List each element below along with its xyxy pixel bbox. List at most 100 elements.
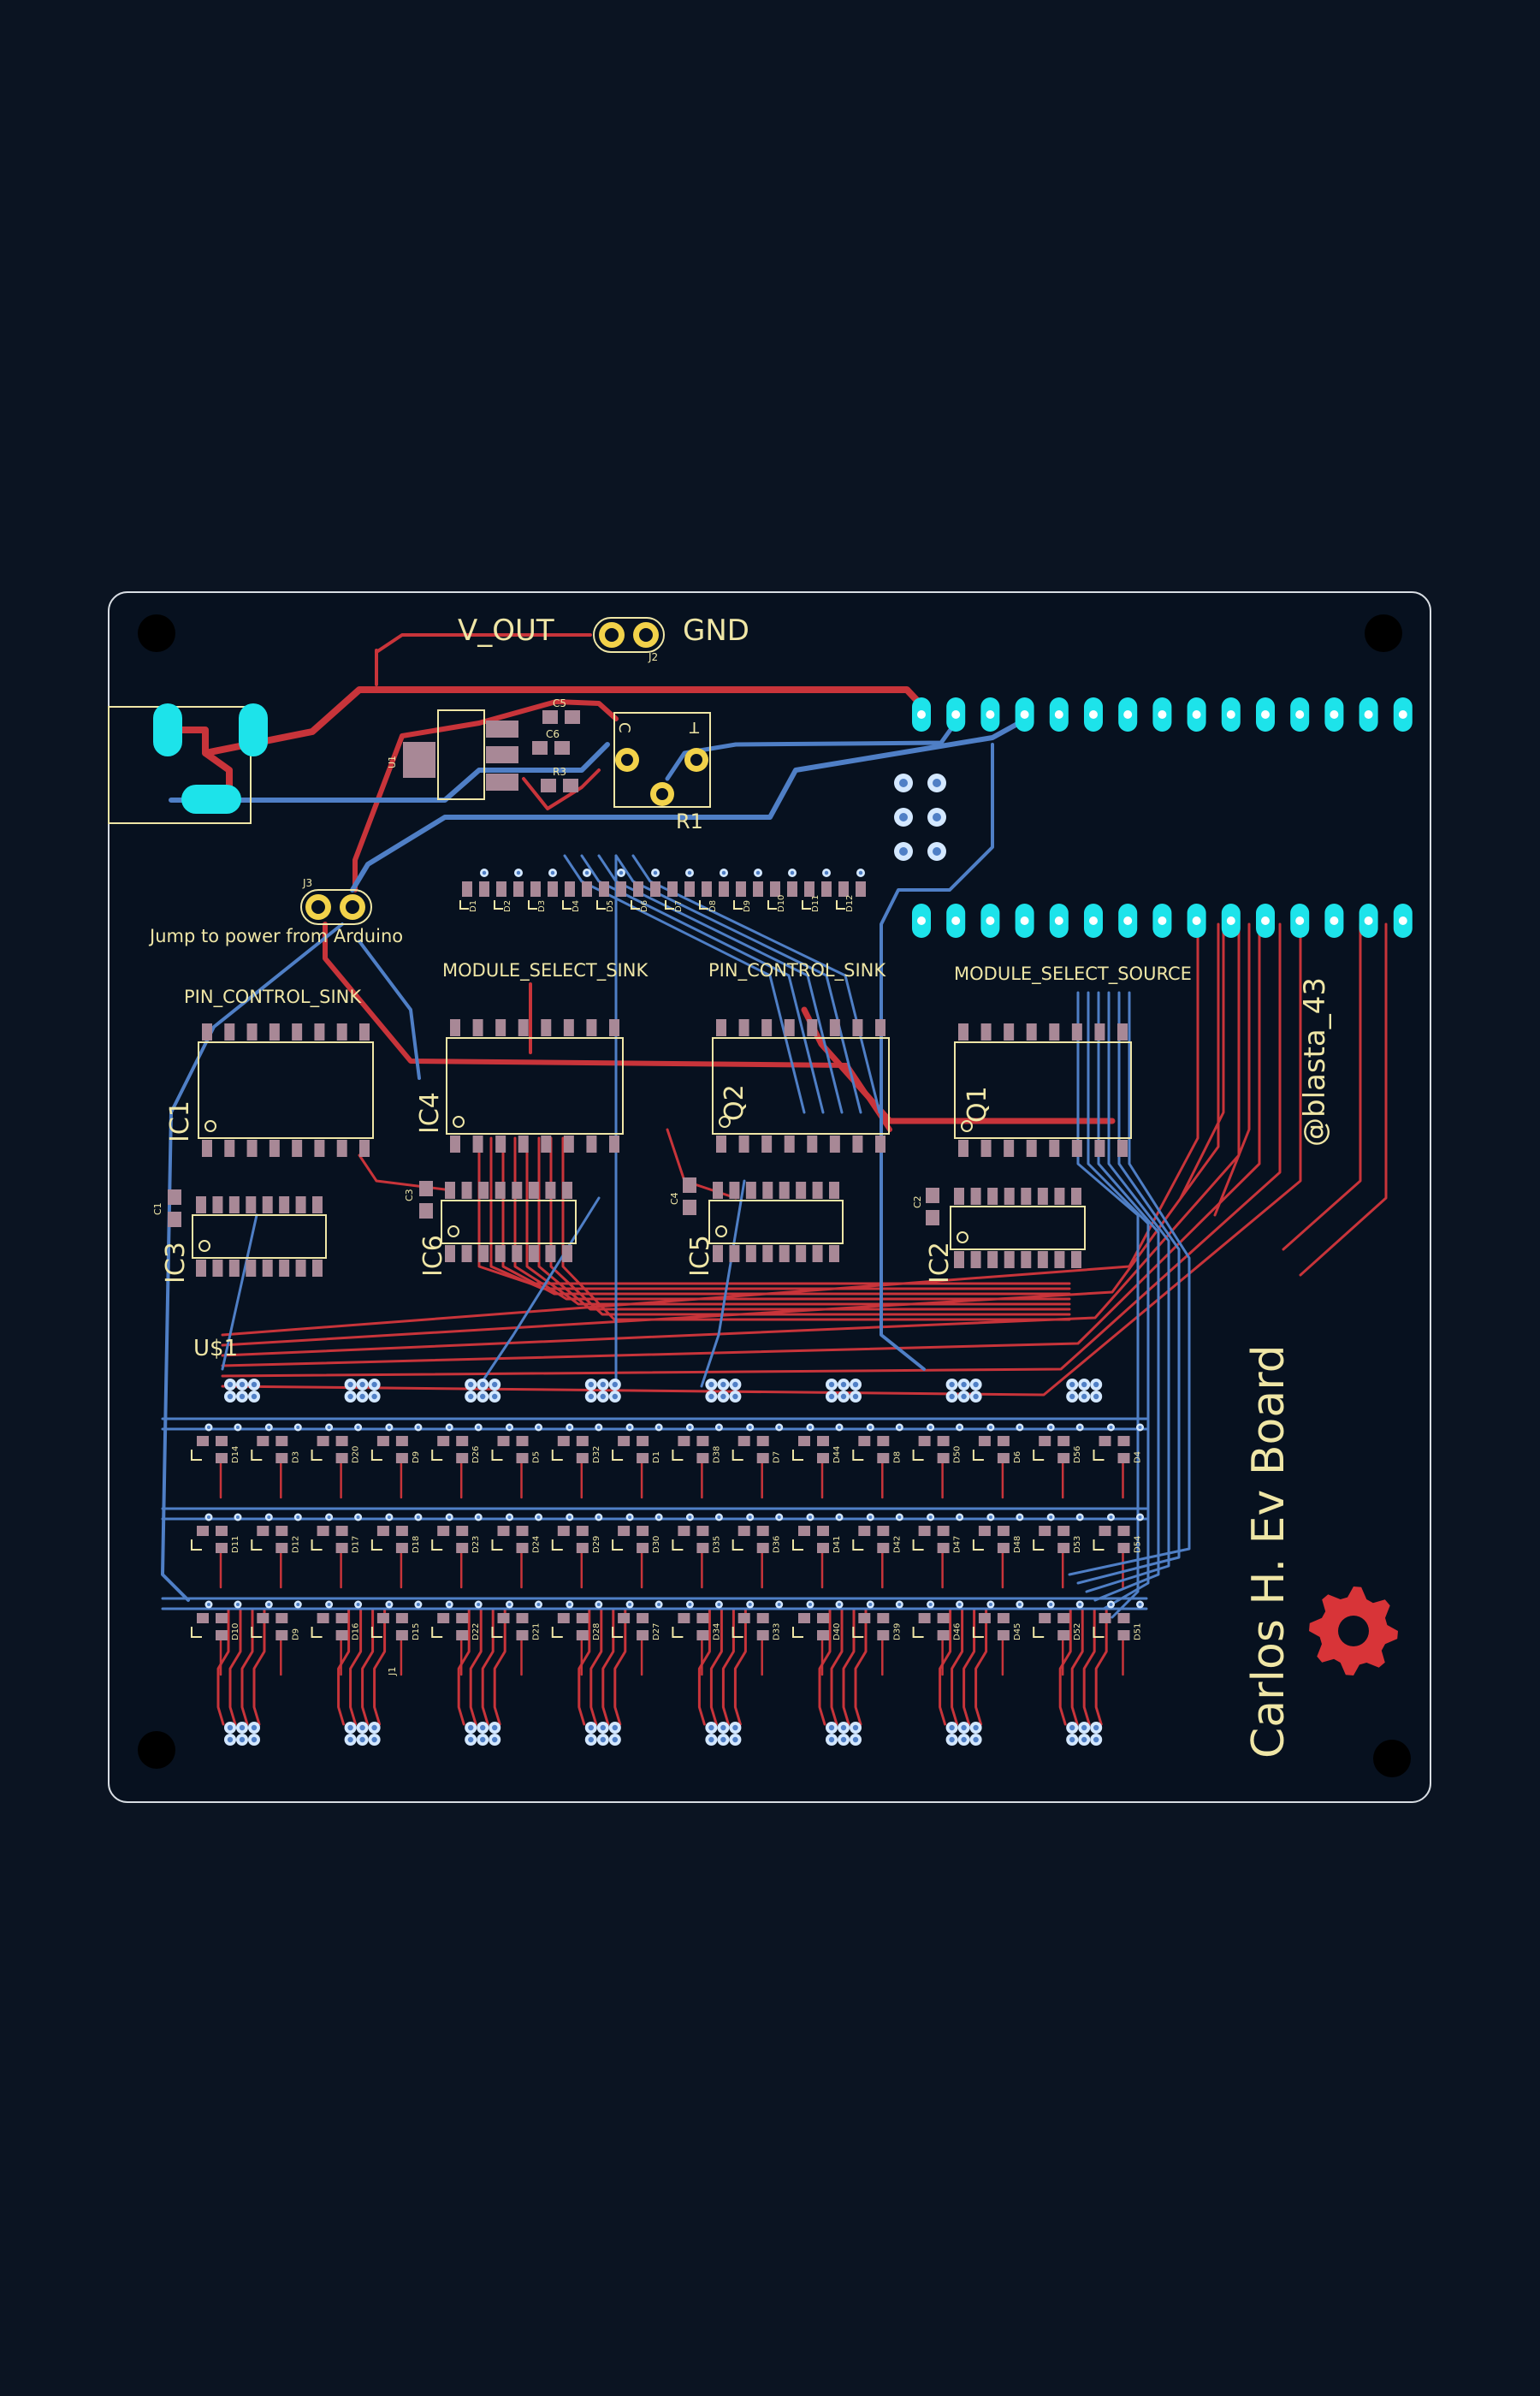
block-drill bbox=[840, 1381, 847, 1388]
led-feed bbox=[613, 1607, 627, 1726]
ic-pad bbox=[729, 1182, 740, 1199]
block-drill bbox=[347, 1724, 353, 1731]
block-drill bbox=[720, 1724, 726, 1731]
via-drill bbox=[628, 1602, 632, 1607]
led-feed bbox=[697, 1607, 711, 1726]
via-drill bbox=[296, 1425, 300, 1430]
led-silk bbox=[551, 1450, 563, 1461]
ic-label: IC5 bbox=[685, 1235, 715, 1277]
ic-pad bbox=[1004, 1023, 1015, 1041]
block-drill bbox=[973, 1724, 979, 1731]
bus-trace bbox=[1179, 922, 1225, 1200]
ic-pad bbox=[609, 1019, 619, 1036]
block-drill bbox=[949, 1393, 955, 1400]
led-label: D40 bbox=[832, 1623, 842, 1640]
led-silk bbox=[370, 1539, 382, 1551]
via-drill bbox=[477, 1515, 481, 1520]
ic-pad bbox=[1004, 1188, 1015, 1205]
resistor-pad bbox=[650, 881, 660, 897]
led-pad bbox=[216, 1613, 228, 1623]
c1-pad bbox=[168, 1212, 181, 1227]
resistor-label: D11 bbox=[811, 895, 820, 912]
ic-pad bbox=[563, 1136, 574, 1153]
via-drill bbox=[837, 1602, 842, 1607]
resistor-pad bbox=[856, 881, 866, 897]
led-silk bbox=[491, 1539, 503, 1551]
led-feed bbox=[469, 1607, 483, 1726]
via-drill bbox=[596, 1602, 601, 1607]
block-drill bbox=[480, 1724, 486, 1731]
led-pad bbox=[798, 1613, 810, 1623]
block-drill bbox=[600, 1393, 606, 1400]
via-drill bbox=[721, 870, 726, 875]
ic-pad bbox=[1049, 1023, 1060, 1041]
led-silk bbox=[1033, 1450, 1045, 1461]
ic-pad bbox=[807, 1019, 818, 1036]
via-drill bbox=[657, 1515, 661, 1520]
led-pad bbox=[877, 1436, 890, 1446]
signal-trace bbox=[580, 854, 825, 1114]
led-silk bbox=[852, 1539, 864, 1551]
led-pad bbox=[997, 1613, 1010, 1623]
via-drill bbox=[933, 847, 941, 856]
via-drill bbox=[897, 1425, 902, 1430]
ic-pad bbox=[812, 1245, 823, 1262]
via-drill bbox=[447, 1515, 452, 1520]
via-drill bbox=[1017, 1425, 1022, 1430]
led-label: D9 bbox=[412, 1451, 421, 1463]
block-drill bbox=[612, 1381, 618, 1388]
block-drill bbox=[720, 1736, 726, 1743]
ic-pad bbox=[761, 1019, 773, 1036]
ic-pad bbox=[314, 1140, 325, 1157]
signal-trace bbox=[700, 1179, 746, 1388]
led-pad bbox=[817, 1613, 829, 1623]
resistor-silk bbox=[699, 900, 708, 910]
u1-outline bbox=[437, 709, 485, 800]
via-drill bbox=[567, 1602, 572, 1607]
r3-pad bbox=[541, 779, 556, 792]
via-drill bbox=[1049, 1602, 1053, 1607]
block-drill bbox=[840, 1736, 847, 1743]
via-drill bbox=[868, 1602, 873, 1607]
led-pad bbox=[317, 1436, 329, 1446]
led-pad bbox=[275, 1543, 288, 1553]
ic-pad bbox=[852, 1136, 863, 1153]
led-label: D38 bbox=[712, 1446, 721, 1463]
led-pad bbox=[696, 1630, 709, 1640]
led-feed bbox=[373, 1607, 387, 1726]
header-pin-drill bbox=[1158, 916, 1167, 925]
signal-trace bbox=[597, 854, 844, 1114]
ic-pad bbox=[196, 1260, 206, 1277]
u1-pad bbox=[486, 721, 518, 738]
led-pad bbox=[817, 1526, 829, 1536]
bus-trace bbox=[221, 922, 1282, 1378]
resistor-silk bbox=[631, 900, 640, 910]
led-silk bbox=[972, 1627, 984, 1638]
mounting-hole-icon bbox=[138, 1731, 175, 1769]
led-pad bbox=[798, 1436, 810, 1446]
led-label: D53 bbox=[1073, 1536, 1082, 1553]
ic-pad bbox=[1026, 1023, 1037, 1041]
led-pad bbox=[637, 1526, 649, 1536]
via-drill bbox=[957, 1515, 962, 1520]
block-drill bbox=[973, 1381, 979, 1388]
ic-pad bbox=[852, 1019, 863, 1036]
via-drill bbox=[988, 1602, 992, 1607]
ic-pad bbox=[196, 1196, 206, 1213]
resistor-silk bbox=[665, 900, 674, 910]
ic-pad bbox=[202, 1023, 212, 1041]
resistor-pad bbox=[719, 881, 729, 897]
signal-trace bbox=[161, 922, 344, 1602]
resistor-silk bbox=[596, 900, 606, 910]
header-pin-drill bbox=[1158, 710, 1167, 719]
via-drill bbox=[567, 1515, 572, 1520]
ic-pad bbox=[1117, 1023, 1128, 1041]
signal-trace bbox=[880, 743, 994, 1371]
ic-pad bbox=[262, 1260, 273, 1277]
led-pad bbox=[197, 1436, 209, 1446]
via-drill bbox=[235, 1602, 240, 1607]
block-drill bbox=[588, 1736, 594, 1743]
pin1-marker bbox=[719, 1116, 731, 1128]
led-label: D47 bbox=[953, 1536, 962, 1553]
